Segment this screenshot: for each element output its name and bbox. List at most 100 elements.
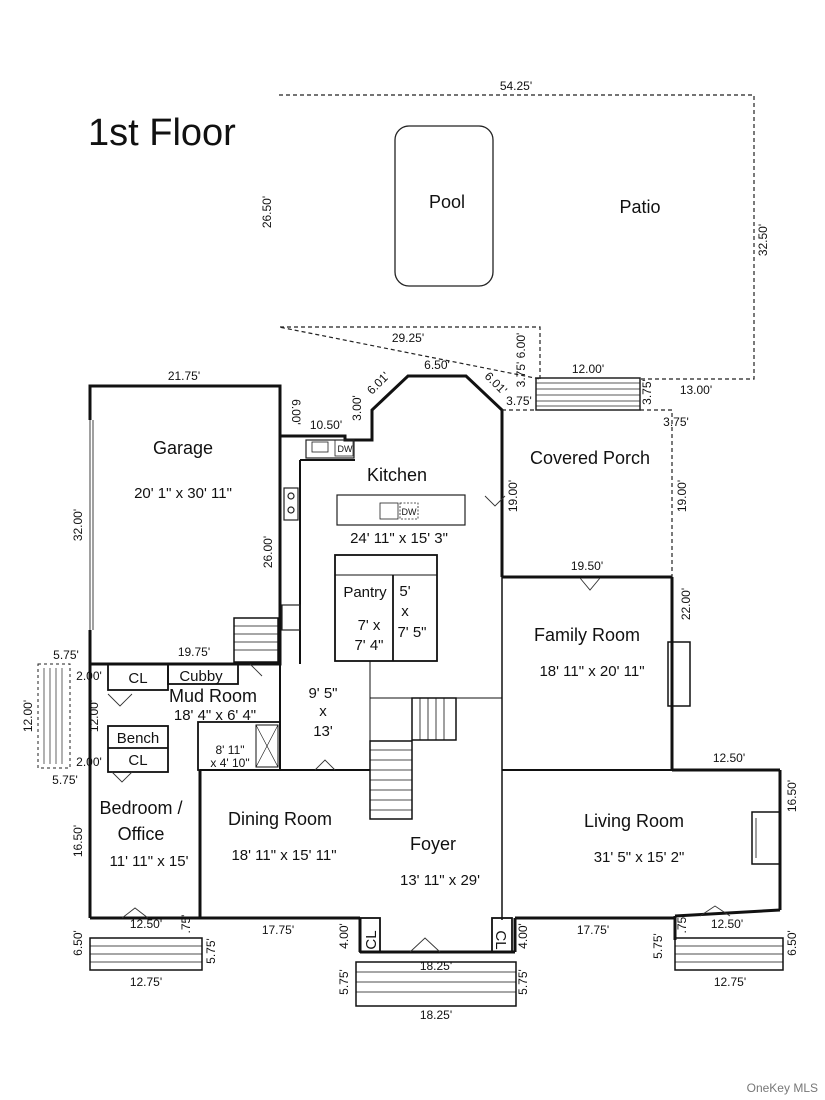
dim-12-75-b: 12.75' (714, 975, 746, 989)
fireplaces (667, 641, 781, 865)
hall-size-1: 9' 5" (308, 685, 337, 702)
dim-32-00: 32.00' (71, 509, 85, 541)
pantry-label: Pantry (343, 584, 387, 601)
dim-6-50: 6.50' (424, 358, 450, 372)
dim-18-25-b: 18.25' (420, 1008, 452, 1022)
dim-5-75-e: 5.75' (337, 969, 351, 995)
pantry-size-1: 7' x (358, 617, 381, 634)
dim-19-00-right: 19.00' (675, 480, 689, 512)
family-room-label: Family Room (534, 625, 640, 645)
dim-3-75-a: 3.75' (506, 394, 532, 408)
dim-0-75-b: .75' (675, 915, 689, 934)
patio-outline (278, 94, 755, 380)
foyer-closets (359, 917, 513, 953)
dim-0-75-a: .75' (179, 915, 193, 934)
bedroom-label-1: Bedroom / (99, 798, 182, 818)
plan-title: 1st Floor (88, 112, 236, 154)
foyer-size: 13' 11" x 29' (400, 872, 480, 889)
pool-label: Pool (429, 192, 465, 212)
dim-4-00-a: 4.00' (337, 923, 351, 949)
pool-outline (394, 125, 494, 287)
watermark: OneKey MLS (747, 1081, 818, 1095)
dim-2-00-b: 2.00' (76, 755, 102, 769)
hall-size-2: x (319, 703, 327, 720)
mud-room-label: Mud Room (169, 686, 257, 706)
dim-5-75-c: 5.75' (204, 938, 218, 964)
foyer-closet-right-label: CL (492, 930, 509, 949)
dim-6-50-b: 6.50' (71, 930, 85, 956)
dim-21-75: 21.75' (168, 369, 200, 383)
front-steps (89, 937, 784, 1007)
dishwasher-label-1: DW (338, 444, 353, 454)
bath-size-1: 8' 11" (215, 743, 244, 757)
dim-3-75-c: 3.75' (663, 415, 689, 429)
dim-19-75: 19.75' (178, 645, 210, 659)
dim-16-50-right: 16.50' (785, 780, 799, 812)
living-room-label: Living Room (584, 811, 684, 831)
dim-26-50: 26.50' (260, 196, 274, 228)
cubby-label: Cubby (179, 668, 223, 685)
garage-label: Garage (153, 438, 213, 458)
kitchen-size: 24' 11" x 15' 3" (350, 530, 448, 547)
garage-size: 20' 1" x 30' 11" (134, 485, 232, 502)
dim-17-75-b: 17.75' (577, 923, 609, 937)
closet-size-3: 7' 5" (397, 624, 426, 641)
mud-closet-label: CL (128, 670, 147, 687)
dim-4-00-b: 4.00' (516, 923, 530, 949)
dishwasher-label-2: DW (402, 507, 417, 517)
bedroom-size: 11' 11" x 15' (110, 853, 189, 870)
closet-size-1: 5' (399, 583, 410, 600)
foyer-closet-left-label: CL (363, 930, 380, 949)
dim-3-75-b: 3.75' (640, 379, 654, 405)
dim-12-00-c: 12.00' (21, 700, 35, 732)
dim-6-50-c: 6.50' (785, 930, 799, 956)
dim-5-75-d: 5.75' (651, 933, 665, 959)
dim-3-00: 3.00' (350, 395, 364, 421)
bench-closet-label: CL (128, 752, 147, 769)
dim-5-75-b: 5.75' (52, 773, 78, 787)
doors (107, 495, 731, 953)
dim-29-25: 29.25' (392, 331, 424, 345)
dim-32-50: 32.50' (756, 224, 770, 256)
mud-room-walls (88, 663, 281, 790)
bench-label: Bench (117, 730, 160, 747)
family-room-size: 18' 11" x 20' 11" (539, 663, 644, 680)
dim-3-75-6-00: 3.75' 6.00' (514, 333, 528, 388)
foyer-label: Foyer (410, 834, 456, 854)
dim-19-50: 19.50' (571, 559, 603, 573)
pantry-walls (334, 554, 438, 662)
closet-size-2: x (401, 603, 409, 620)
dim-17-75-a: 17.75' (262, 923, 294, 937)
mud-room-size: 18' 4" x 6' 4" (174, 707, 256, 724)
dim-54-25: 54.25' (500, 79, 532, 93)
hall-size-3: 13' (313, 723, 333, 740)
dining-room-label: Dining Room (228, 809, 332, 829)
dim-12-00-b: 12.00' (87, 700, 101, 732)
dim-6-00: 6.00' (289, 399, 303, 425)
dim-10-50: 10.50' (310, 418, 342, 432)
dim-19-00-left: 19.00' (506, 480, 520, 512)
dining-room-size: 18' 11" x 15' 11" (231, 847, 336, 864)
dim-12-50-b: 12.50' (130, 917, 162, 931)
dim-2-00-a: 2.00' (76, 669, 102, 683)
pantry-size-2: 7' 4" (354, 637, 383, 654)
dim-5-75-f: 5.75' (516, 969, 530, 995)
patio-label: Patio (619, 197, 660, 217)
side-steps (37, 663, 71, 769)
dim-12-50-c: 12.50' (711, 917, 743, 931)
dim-16-50-left: 16.50' (71, 825, 85, 857)
kitchen-label: Kitchen (367, 465, 427, 485)
covered-porch-label: Covered Porch (530, 448, 650, 468)
dim-12-50-a: 12.50' (713, 751, 745, 765)
bedroom-label-2: Office (118, 824, 165, 844)
dim-18-25-a: 18.25' (420, 959, 452, 973)
dim-5-75-a: 5.75' (53, 648, 79, 662)
dim-12-75-a: 12.75' (130, 975, 162, 989)
kitchen-fixtures (281, 439, 466, 631)
bath-size-2: x 4' 10" (210, 756, 249, 770)
dim-22-00: 22.00' (679, 588, 693, 620)
dim-12-00-top: 12.00' (572, 362, 604, 376)
garage-walls (88, 384, 282, 666)
